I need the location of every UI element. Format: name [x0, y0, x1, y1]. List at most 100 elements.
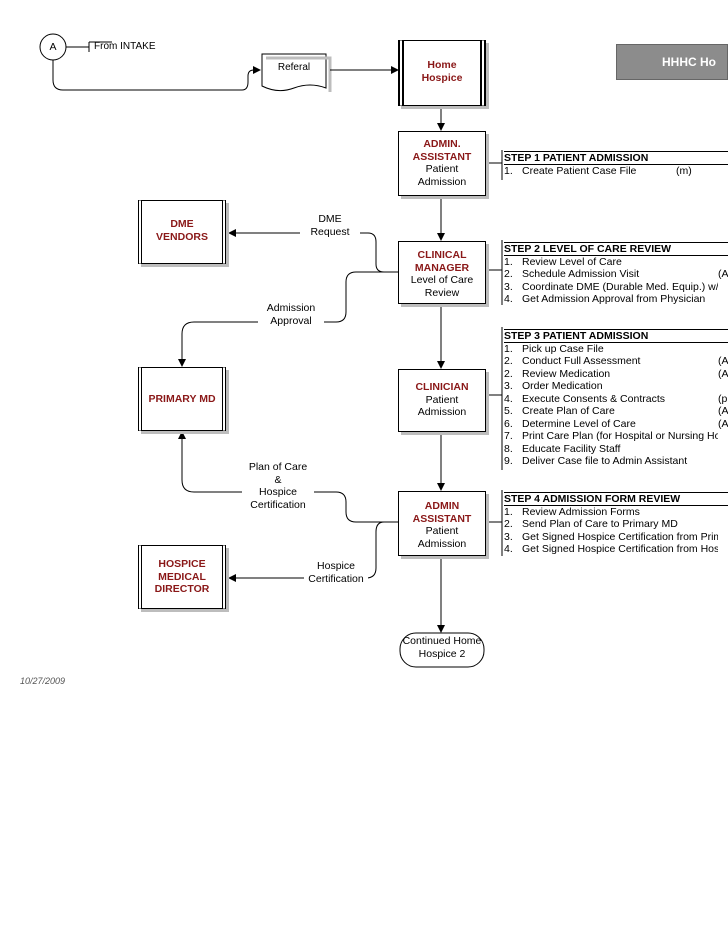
arrow-dme-request: [228, 229, 398, 273]
plan-line2: &: [274, 473, 282, 486]
plan-of-care-label: Plan of Care & Hospice Certification: [242, 461, 314, 511]
step4-item: 4.Get Signed Hospice Certification from …: [504, 543, 728, 556]
step4-item-label: Review Admission Forms: [522, 505, 640, 518]
clinical-manager-line3: Level of Care: [410, 274, 474, 286]
step4-title-rule: [504, 505, 728, 506]
arrow-admission-approval: [178, 271, 398, 367]
admin-assistant-1-line3: Patient: [425, 163, 459, 175]
clinical-manager-box: CLINICAL MANAGER Level of Care Review: [398, 241, 486, 304]
step3-item-label: Conduct Full Assessment: [522, 355, 641, 367]
step3-item-number: 5.: [504, 405, 513, 417]
step3-item: 8. Educate Facility Staff: [504, 443, 728, 456]
hospice-cert-line1: Hospice: [317, 560, 355, 572]
admin-assistant-box-1: ADMIN. ASSISTANT Patient Admission: [398, 131, 486, 196]
footer-date: 10/27/2009: [20, 676, 66, 686]
step3-item: 1.Pick up Case File: [504, 343, 728, 356]
step2-item-number: 3.: [504, 280, 513, 293]
step4-item-label: Get Signed Hospice Certification from Pr…: [522, 530, 718, 543]
step1-title: STEP 1 PATIENT ADMISSION: [504, 152, 649, 164]
step3-item-label: Print Care Plan (for Hospital or Nursing…: [522, 430, 718, 442]
admin-assistant-box-2: ADMIN ASSISTANT Patient Admission: [398, 491, 486, 556]
admin-assistant-1-line1: ADMIN.: [423, 138, 461, 150]
admin-assistant-2-line1: ADMIN: [424, 500, 460, 512]
title-banner: HHHC Ho: [616, 44, 728, 80]
step3-item-label: Review Medication: [522, 367, 611, 380]
dme-request-line2: Request: [310, 225, 350, 238]
step1-item-code: (m): [676, 164, 692, 177]
plan-line3: Hospice: [259, 486, 297, 498]
terminator-line2: Hospice 2: [418, 647, 466, 660]
step3-item-number: 2.: [504, 355, 513, 367]
step3-item: 3.Order Medication: [504, 380, 728, 393]
terminator-line1: Continued Home: [402, 635, 482, 647]
referral-label: Referal: [277, 62, 311, 73]
step3-item-code: (A: [718, 405, 728, 418]
step3-item-label: Educate Facility Staff: [522, 442, 621, 455]
step3-item: 4. Execute Consents & Contracts (p: [504, 392, 728, 405]
dme-request-label: DME Request: [300, 213, 360, 238]
admission-approval-line2: Approval: [270, 314, 312, 327]
from-intake-label: From INTAKE: [94, 41, 156, 52]
terminator-shape: [399, 632, 485, 668]
clinician-box: CLINICIAN Patient Admission: [398, 369, 486, 432]
dme-vendors-line1: DME: [170, 218, 194, 230]
step2-item-label: Schedule Admission Visit: [522, 268, 640, 280]
plan-line1: Plan of Care: [248, 461, 308, 473]
step3-item-label: Determine Level of Care: [522, 417, 636, 430]
admin-assistant-1-line2: ASSISTANT: [412, 150, 472, 163]
admin-assistant-2-line4: Admission: [417, 537, 467, 550]
step2-title-rule: [504, 255, 728, 256]
step4-item-number: 3.: [504, 530, 513, 543]
home-hospice-line1: Home: [427, 59, 457, 71]
clinical-manager-line2: MANAGER: [414, 261, 470, 274]
step3-item-number: 1.: [504, 342, 513, 355]
admin-assistant-1-line4: Admission: [417, 175, 467, 188]
step3-item-number: 2.: [504, 367, 513, 380]
step3-item-label: Execute Consents & Contracts: [522, 392, 665, 405]
step2-item: 2.Schedule Admission Visit(A: [504, 268, 728, 281]
step2-item-number: 4.: [504, 293, 513, 305]
step3-item-code: (A: [718, 417, 728, 430]
step4-item-number: 1.: [504, 505, 513, 518]
clinician-line2: Patient: [425, 393, 459, 406]
step3-item-number: 6.: [504, 417, 513, 430]
dme-vendors-line2: VENDORS: [156, 230, 208, 243]
step3-item-number: 4.: [504, 392, 513, 405]
step2-item: 3.Coordinate DME (Durable Med. Equip.) w…: [504, 281, 728, 294]
admission-approval-label: Admission Approval: [258, 302, 324, 327]
arrow-plan-of-care: [178, 431, 398, 523]
step1-title-rule: [504, 164, 728, 165]
step3-title-rule: [504, 342, 728, 343]
step2-item-label: Review Level of Care: [522, 255, 622, 268]
dme-request-line1: DME: [318, 213, 342, 225]
admin-assistant-2-line2: ASSISTANT: [412, 512, 472, 525]
primary-md-box: PRIMARY MD: [138, 367, 226, 431]
step4-item-number: 2.: [504, 518, 513, 530]
step4-item-label: Get Signed Hospice Certification from Ho…: [522, 543, 718, 555]
step3-item: 6. Determine Level of Care (A: [504, 417, 728, 430]
step3-item-label: Order Medication: [522, 380, 603, 392]
step1-item: 1.Create Patient Case File(m): [504, 164, 728, 177]
admission-approval-line1: Admission: [266, 302, 316, 314]
dme-vendors-box: DME VENDORS: [138, 200, 226, 264]
home-hospice-line2: Hospice: [421, 71, 463, 84]
arrow-hospice-cert: [228, 521, 398, 582]
step3-item-number: 9.: [504, 455, 513, 467]
step4-item: 1. Review Admission Forms: [504, 506, 728, 519]
clinical-manager-line4: Review: [424, 286, 460, 299]
hospice-director-line3: DIRECTOR: [154, 583, 210, 595]
clinician-line1: CLINICIAN: [415, 381, 469, 393]
step2-item-number: 1.: [504, 255, 513, 268]
step3-item: 9.Deliver Case file to Admin Assistant: [504, 455, 728, 468]
home-hospice-box: Home Hospice: [398, 40, 486, 106]
step3-item: 7.Print Care Plan (for Hospital or Nursi…: [504, 430, 728, 443]
step1-item-label: Create Patient Case File: [522, 164, 637, 177]
arrow-a-to-referral: [52, 60, 261, 91]
hospice-director-box: HOSPICE MEDICAL DIRECTOR: [138, 545, 226, 609]
step3-item-code: (p: [718, 392, 728, 405]
step3-item-number: 8.: [504, 442, 513, 455]
